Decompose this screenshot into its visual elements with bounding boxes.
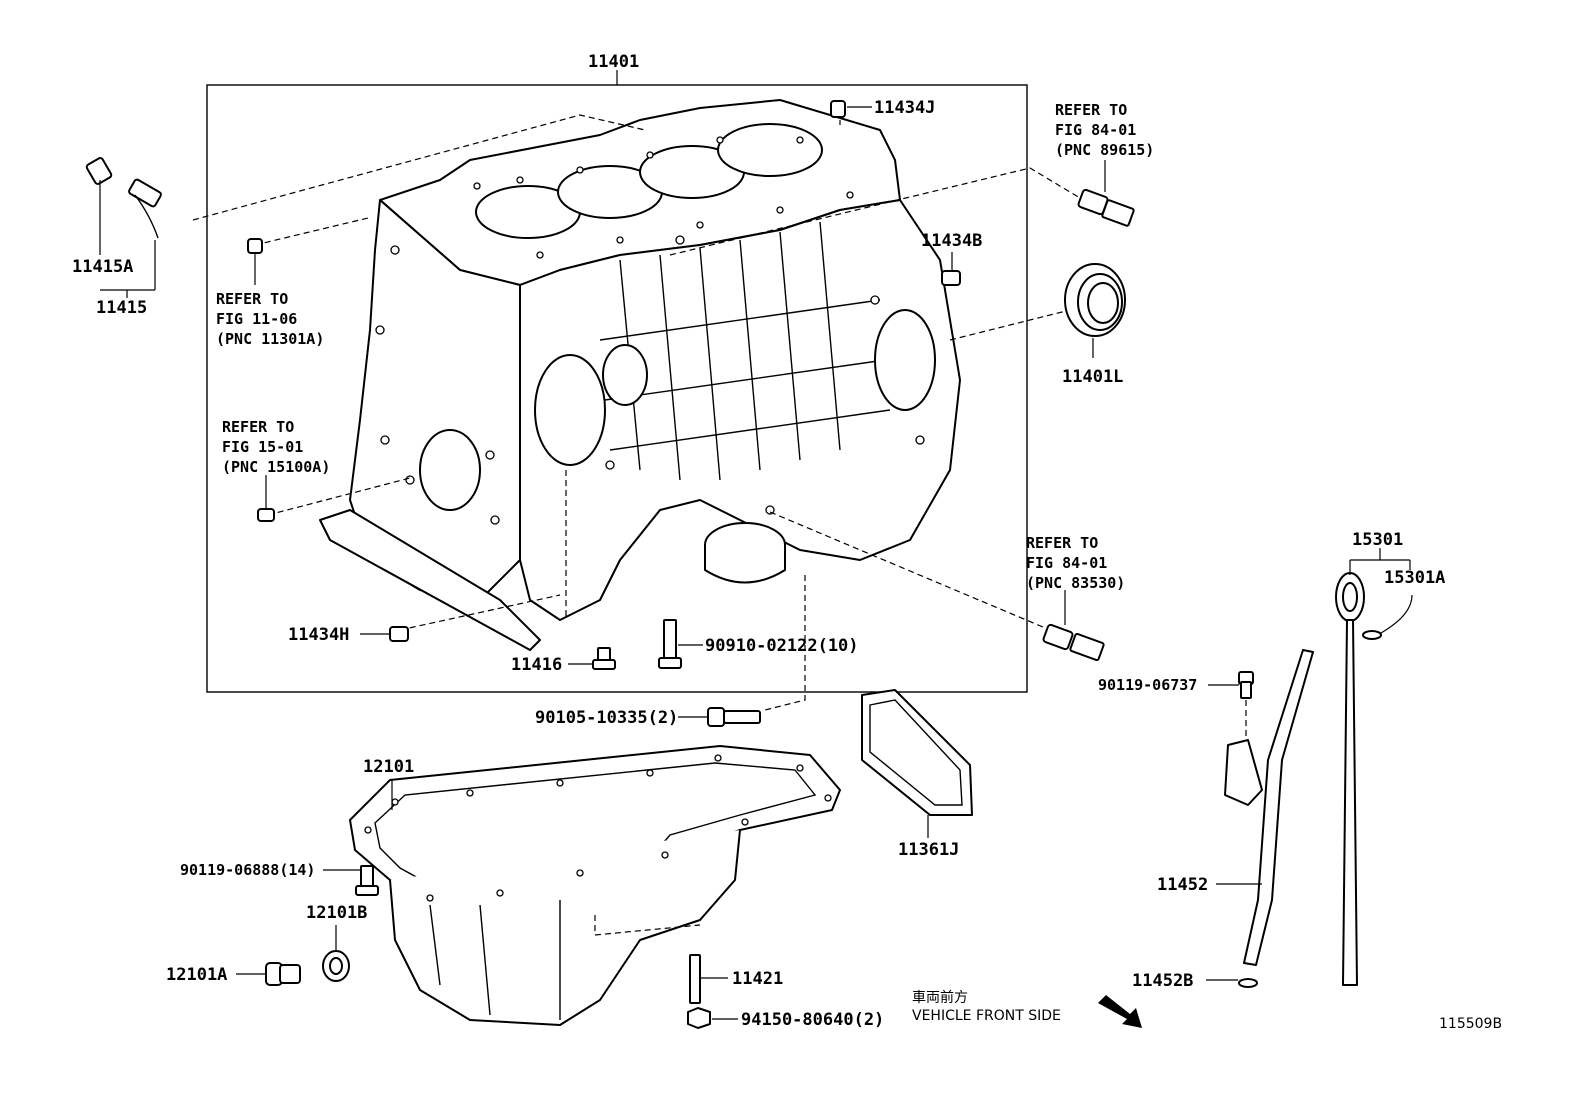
- ref3-line2: FIG 84-01: [1055, 121, 1136, 139]
- ref3-line3: (PNC 89615): [1055, 141, 1154, 159]
- drain-gasket-part: [322, 925, 350, 982]
- label-drain-plug: 12101A: [166, 965, 227, 985]
- knock-sensor-part: [85, 157, 162, 298]
- direction-en: VEHICLE FRONT SIDE: [912, 1008, 1061, 1024]
- rear-oil-seal-part: [1064, 263, 1126, 358]
- bolt-small-part: [568, 647, 616, 670]
- label-guide-bolt: 90119-06737: [1098, 676, 1197, 694]
- ref4-line2: FIG 84-01: [1026, 554, 1107, 572]
- oil-pan-part: [349, 745, 841, 1026]
- label-dipstick-guide: 11452: [1157, 875, 1208, 895]
- ref1-line3: (PNC 11301A): [216, 330, 324, 348]
- bolt-long-part: [658, 619, 703, 669]
- label-knock-sensor-a: 11415A: [72, 257, 133, 277]
- dipstick-guide-part: [1216, 649, 1314, 966]
- label-drain-gasket: 12101B: [306, 903, 367, 923]
- ref2-line1: REFER TO: [222, 418, 294, 436]
- dipstick-part: [1335, 548, 1411, 986]
- dipstick-oring-part: [1362, 594, 1413, 640]
- ref2-line2: FIG 15-01: [222, 438, 303, 456]
- pin-ref2-part: [257, 475, 275, 522]
- temperature-sensor-part: [1042, 590, 1105, 662]
- front-arrow-icon: [1098, 995, 1142, 1028]
- label-pin-right: 11434B: [921, 231, 982, 251]
- ref3-line1: REFER TO: [1055, 101, 1127, 119]
- label-block-assembly: 11401: [588, 52, 639, 72]
- pin-lower-part: [360, 626, 409, 642]
- ref2-line3: (PNC 15100A): [222, 458, 330, 476]
- label-pan-bolt: 90119-06888(14): [180, 861, 315, 879]
- oil-pressure-switch-part: [1077, 160, 1135, 227]
- cylinder-block: [319, 99, 961, 651]
- pin-ref1-part: [247, 238, 263, 285]
- drain-plug-part: [236, 962, 301, 986]
- pan-bolt-part: [323, 865, 379, 896]
- pin-top-part: [830, 100, 872, 118]
- ref1-line1: REFER TO: [216, 290, 288, 308]
- label-baffle: 11361J: [898, 840, 959, 860]
- guide-bolt-part: [1208, 671, 1254, 740]
- label-dipstick-oring: 15301A: [1384, 568, 1445, 588]
- label-pin-lower: 11434H: [288, 625, 349, 645]
- label-pin-top: 11434J: [874, 98, 935, 118]
- label-dipstick: 15301: [1352, 530, 1403, 550]
- label-nut: 94150-80640(2): [741, 1010, 884, 1030]
- baffle-part: [861, 689, 973, 838]
- ref4-line3: (PNC 83530): [1026, 574, 1125, 592]
- label-oil-pan: 12101: [363, 757, 414, 777]
- pin-right-part: [941, 252, 961, 286]
- label-knock-sensor: 11415: [96, 298, 147, 318]
- label-rear-seal: 11401L: [1062, 367, 1123, 387]
- label-bolt-long: 90910-02122(10): [705, 636, 859, 656]
- nut-part: [687, 1007, 738, 1029]
- figure-code: 115509B: [1439, 1016, 1502, 1032]
- ref1-line2: FIG 11-06: [216, 310, 297, 328]
- direction-jp: 車両前方: [912, 989, 968, 1006]
- label-bolt-small: 11416: [511, 655, 562, 675]
- stud-part: [689, 954, 728, 1004]
- label-stud: 11421: [732, 969, 783, 989]
- label-guide-oring: 11452B: [1132, 971, 1193, 991]
- guide-oring-part: [1206, 978, 1258, 988]
- bolt-pan-stud-part: [678, 707, 761, 727]
- ref4-line1: REFER TO: [1026, 534, 1098, 552]
- label-bolt-pan-stud: 90105-10335(2): [535, 708, 678, 728]
